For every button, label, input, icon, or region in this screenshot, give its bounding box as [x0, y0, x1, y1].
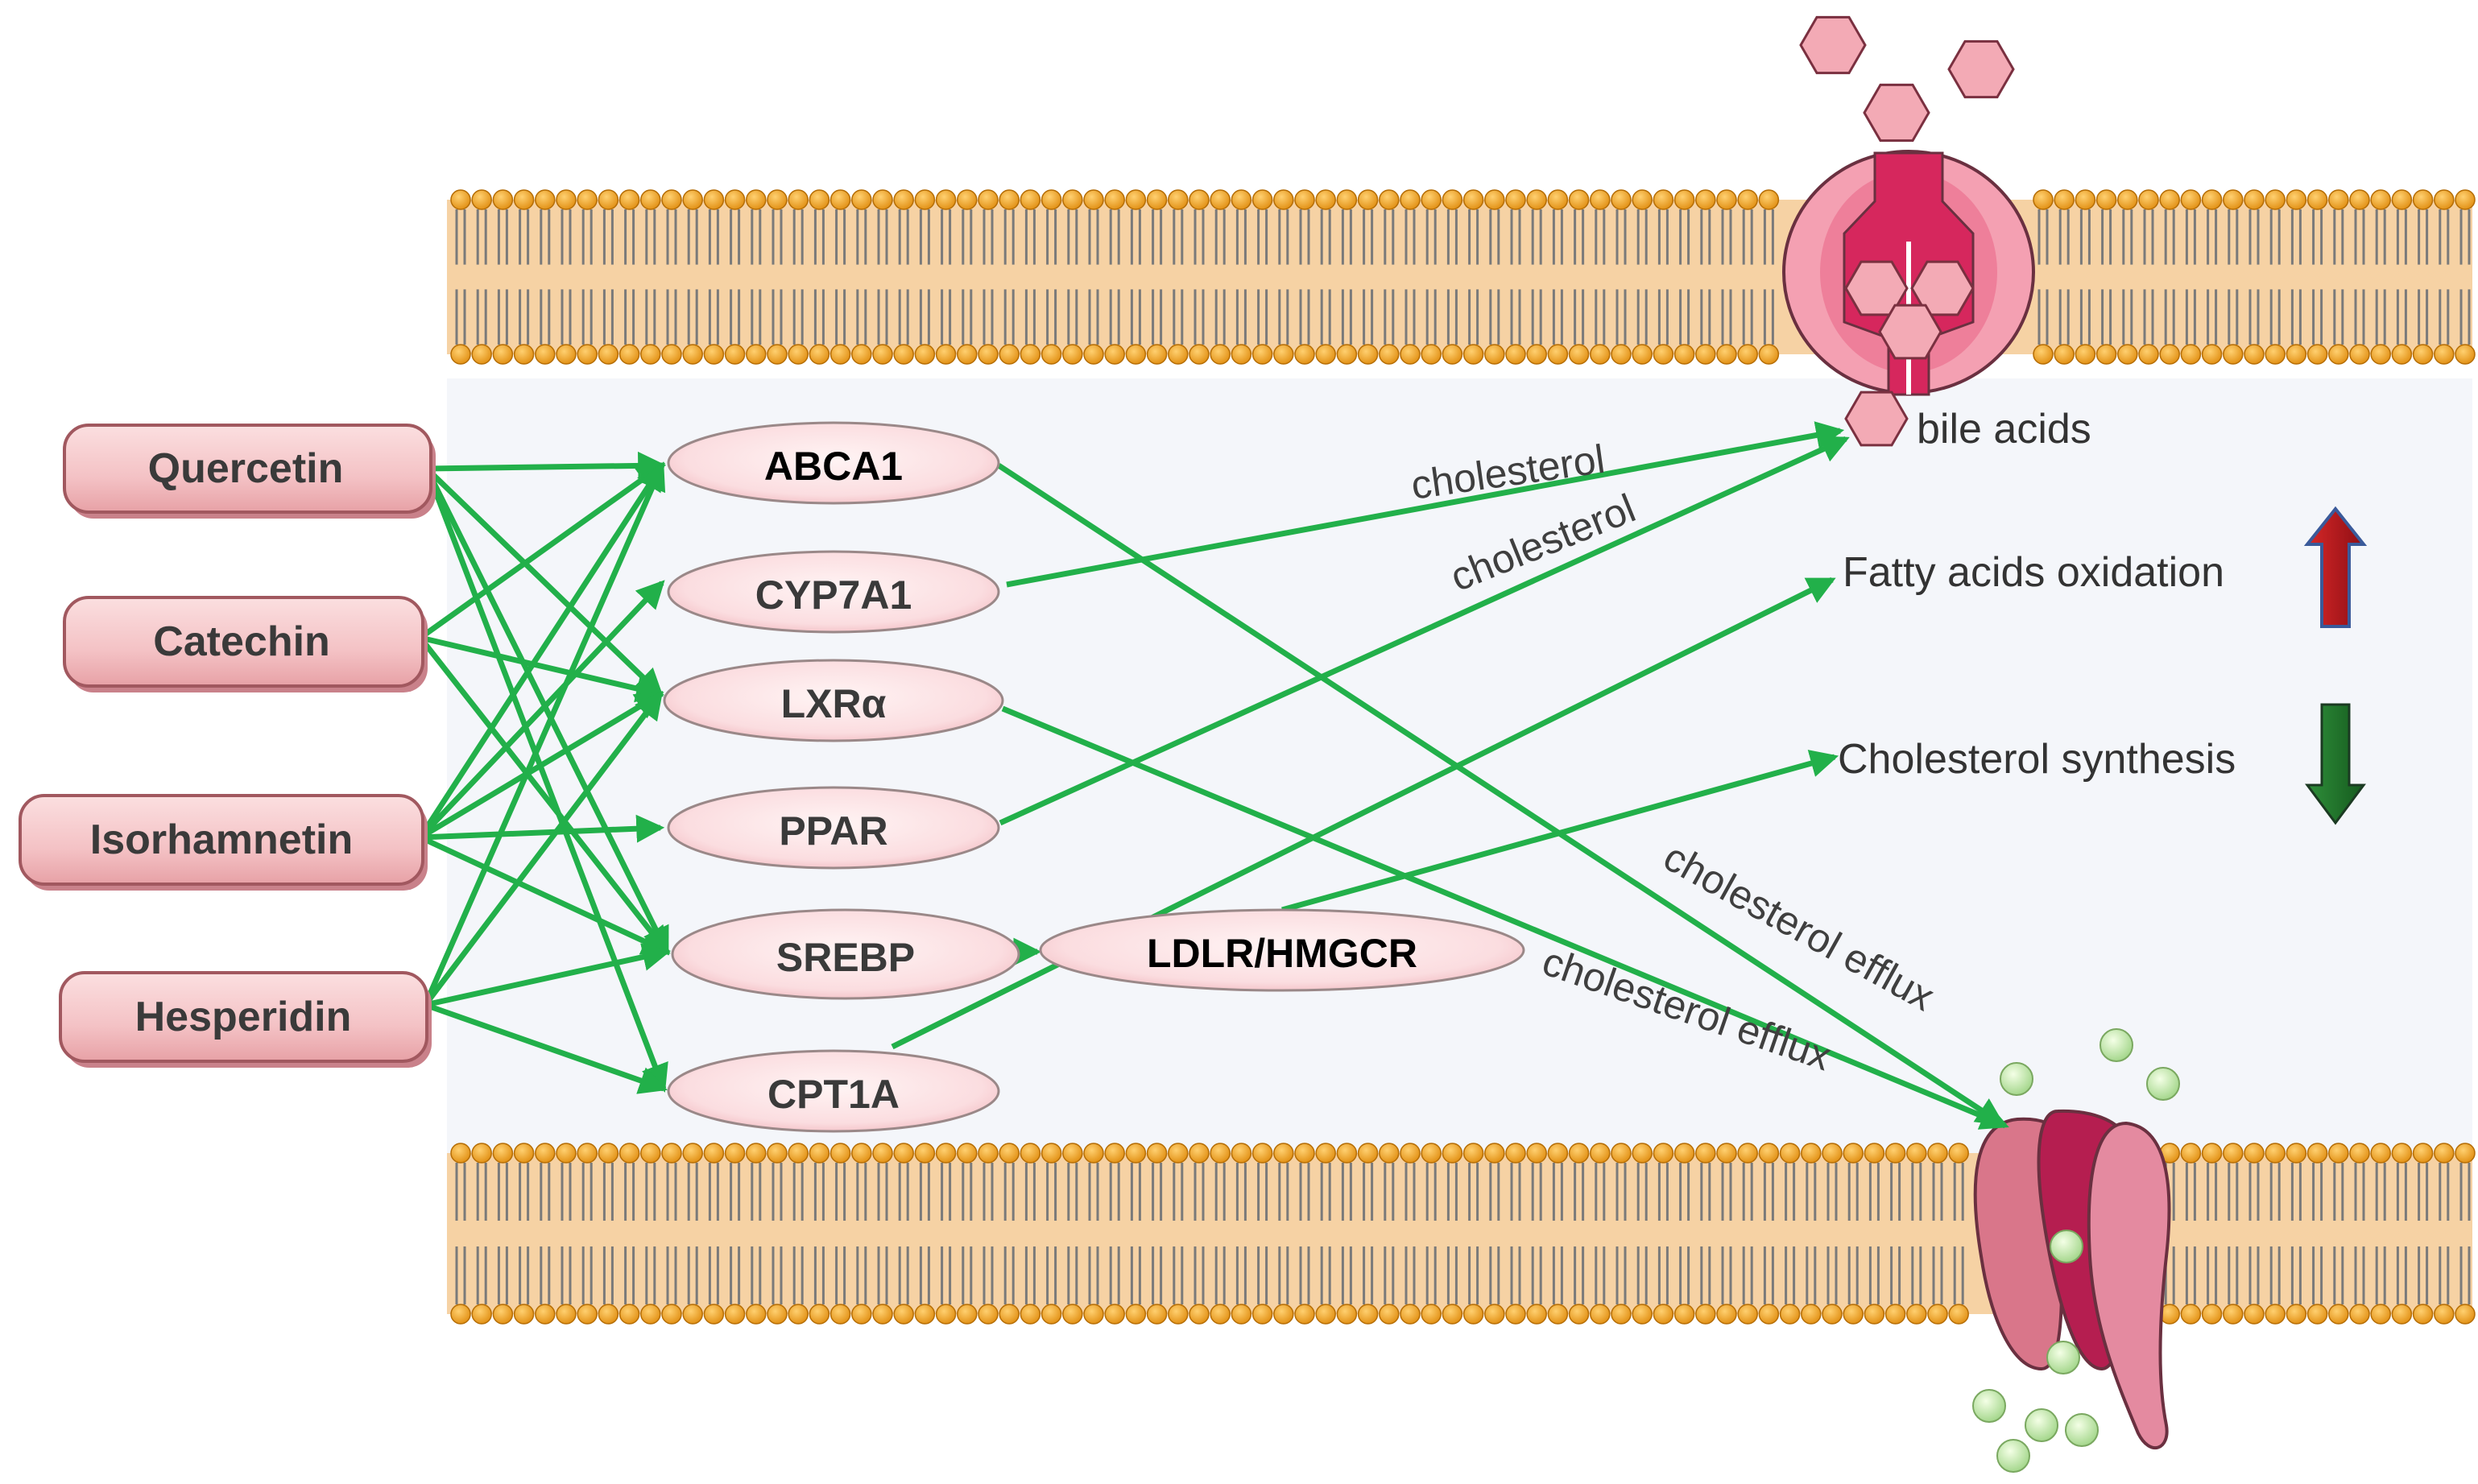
lipid-heads — [450, 1143, 2476, 1325]
hexagon-bile-acid-icon — [1863, 83, 1930, 143]
edge-hesperidin-srebp — [424, 943, 672, 1008]
edge-quercetin-lxra — [424, 466, 664, 697]
compound-node-hesperidin: Hesperidin — [59, 971, 432, 1068]
edge-catechin-abca1 — [418, 462, 666, 640]
edge-quercetin-abca1 — [426, 451, 667, 480]
edge-quercetin-cpt1a — [424, 467, 668, 1093]
edge-hesperidin-abca1 — [422, 461, 666, 1007]
edge-isorhamnetin-cyp7a1 — [418, 580, 665, 840]
target-label-ppar: PPAR — [779, 808, 887, 854]
edge-abca1-efflux — [997, 463, 2005, 1126]
lipid-heads — [450, 189, 2476, 365]
efflux-transporter-icon — [1973, 1109, 2171, 1450]
transported-molecules — [1799, 15, 2180, 1473]
target-label-cyp7a1: CYP7A1 — [755, 573, 912, 618]
edge-lxra-efflux — [1001, 705, 2009, 1130]
pathway-edges — [418, 421, 2009, 1130]
target-label-cpt1a: CPT1A — [767, 1072, 900, 1117]
target-node-lxra: LXRα — [663, 659, 1004, 742]
target-node-cyp7a1: CYP7A1 — [667, 550, 1000, 634]
edge-catechin-lxra — [420, 635, 665, 703]
lipid-tails — [455, 1163, 2471, 1304]
edge-catechin-srebp — [418, 635, 670, 956]
cholesterol-particle-icon — [2146, 1067, 2180, 1101]
compound-node-quercetin: Quercetin — [63, 424, 436, 519]
edge-isorhamnetin-lxra — [419, 691, 664, 841]
cholesterol-particle-icon — [1972, 1389, 2006, 1423]
edge-cpt1a-fatty-acids — [891, 577, 1836, 1050]
target-label-ldlr: LDLR/HMGCR — [1147, 931, 1417, 976]
decrease-arrow-icon — [2305, 703, 2366, 825]
cholesterol-particle-icon — [2046, 1341, 2080, 1374]
lipid-tails — [455, 209, 2471, 345]
cholesterol-particle-icon — [2065, 1413, 2099, 1447]
edge-hesperidin-cpt1a — [424, 1002, 668, 1094]
increase-arrow-icon — [2303, 506, 2368, 628]
compound-label-isorhamnetin: Isorhamnetin — [90, 816, 354, 863]
edge-isorhamnetin-ppar — [420, 814, 665, 843]
edge-isorhamnetin-srebp — [419, 834, 671, 955]
hexagon-bile-acid-icon — [1799, 15, 1867, 75]
cholesterol-particle-icon — [2099, 1028, 2133, 1062]
cholesterol-particle-icon — [1996, 1439, 2030, 1473]
target-node-srebp: SREBP — [671, 908, 1020, 1000]
edge-quercetin-srebp — [424, 467, 670, 956]
hexagon-bile-acid-icon — [1844, 391, 1909, 447]
cholesterol-particle-icon — [2000, 1062, 2033, 1096]
outcome-bile-acids: bile acids — [1917, 406, 2091, 453]
target-label-lxra: LXRα — [781, 681, 887, 726]
bile-acid-transporter-icon — [1782, 150, 2035, 396]
membrane-band — [447, 200, 2472, 354]
target-node-abca1: ABCA1 — [667, 421, 1000, 505]
compound-label-catechin: Catechin — [153, 618, 330, 665]
outcome-cholesterol-synthesis: Cholesterol synthesis — [1838, 736, 2236, 783]
compound-node-isorhamnetin: Isorhamnetin — [19, 794, 428, 891]
target-node-cpt1a: CPT1A — [667, 1049, 1000, 1133]
edge-isorhamnetin-abca1 — [418, 461, 664, 839]
hexagon-bile-acid-icon — [1910, 260, 1975, 316]
cholesterol-particle-icon — [2050, 1230, 2083, 1263]
target-node-ppar: PPAR — [667, 786, 1000, 870]
hexagon-bile-acid-icon — [1947, 39, 2015, 99]
edge-hesperidin-lxra — [423, 690, 664, 1007]
compound-label-hesperidin: Hesperidin — [135, 994, 352, 1040]
edge-ppar-bile-acids — [999, 436, 1850, 826]
cholesterol-particle-icon — [2025, 1408, 2058, 1442]
target-node-ldlr: LDLR/HMGCR — [1039, 908, 1525, 992]
compound-label-quercetin: Quercetin — [148, 445, 344, 492]
outcome-fatty-acids-oxidation: Fatty acids oxidation — [1843, 549, 2224, 596]
target-label-srebp: SREBP — [776, 935, 915, 980]
hexagon-bile-acid-icon — [1878, 304, 1942, 360]
compound-node-catechin: Catechin — [63, 596, 428, 692]
target-label-abca1: ABCA1 — [764, 444, 903, 489]
